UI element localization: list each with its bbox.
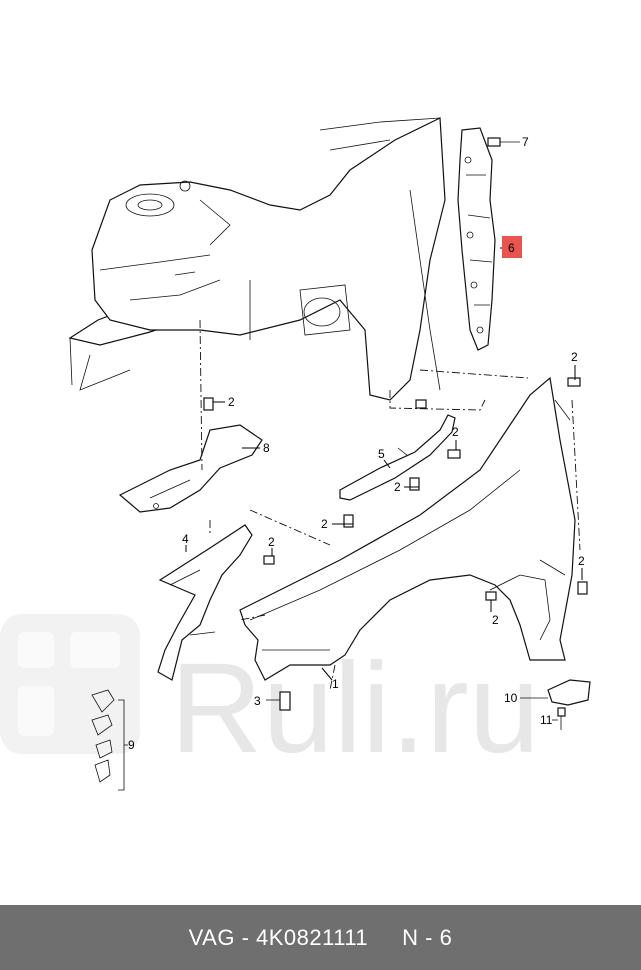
- assembly-lines: [199, 319, 581, 691]
- part-8-bracket: [118, 424, 263, 513]
- callout-11: 11: [540, 713, 553, 727]
- callout-2-g: 2: [492, 613, 499, 627]
- callout-5: 5: [378, 447, 385, 461]
- part-1-fender: [239, 376, 576, 681]
- callout-2-f: 2: [268, 535, 275, 549]
- callout-2-a: 2: [228, 395, 235, 409]
- callout-9: 9: [128, 738, 135, 752]
- part-9-fastener-set: [91, 689, 128, 791]
- callout-10: 10: [504, 691, 518, 705]
- part-10-clip: [520, 679, 591, 706]
- callout-7: 7: [522, 135, 529, 149]
- part-11-screw: [552, 707, 566, 730]
- callout-6: 6: [508, 241, 515, 255]
- callout-8: 8: [263, 441, 270, 455]
- body-structure: [68, 117, 446, 401]
- callout-labels: 1 2 2 2 2 2 2 2 2 3 4 5 6 7 8 9 10 11: [128, 135, 585, 752]
- callout-2-e: 2: [571, 350, 578, 364]
- watermark-text: Ruli.ru: [170, 637, 540, 780]
- callout-2-h: 2: [578, 554, 585, 568]
- part-6-bracket: [457, 127, 496, 351]
- callout-6-highlight: [502, 236, 522, 258]
- sheet-number: N - 6: [402, 924, 453, 950]
- part-5-strip: [339, 414, 456, 501]
- callout-3: 3: [254, 694, 261, 708]
- part-code: VAG - 4K0821111: [188, 924, 369, 950]
- parts-diagram: Ruli.ru: [0, 117, 591, 791]
- callout-4: 4: [182, 532, 189, 546]
- callout-2-c: 2: [394, 480, 401, 494]
- leader-lines: [185, 247, 583, 681]
- part-3-stud: [266, 691, 291, 711]
- watermark-logo: Ruli.ru: [0, 614, 540, 780]
- callout-2-d: 2: [452, 425, 459, 439]
- bolts-2: [203, 377, 588, 601]
- callout-1: 1: [332, 677, 339, 691]
- part-4-bracket: [157, 524, 253, 681]
- footer-bar: VAG - 4K0821111 N - 6: [0, 905, 641, 970]
- bolt-7: [487, 137, 520, 147]
- callout-2-b: 2: [321, 517, 328, 531]
